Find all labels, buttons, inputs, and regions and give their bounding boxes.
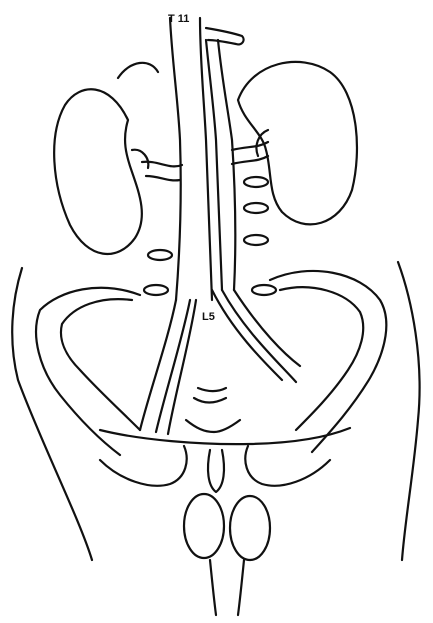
great-vessels	[170, 18, 244, 300]
vertebra-label-l5: L5	[202, 311, 215, 323]
left-iliac-outer	[140, 300, 176, 430]
vertebra-5	[144, 285, 168, 295]
left-ischium	[100, 446, 187, 486]
left-thigh-inner	[210, 560, 216, 615]
femoral-region	[184, 494, 270, 615]
cava-branch-top	[206, 28, 244, 44]
right-renal-vessel-2	[232, 156, 268, 164]
left-renal-hilum	[132, 150, 148, 168]
left-renal-vessel-2	[146, 176, 180, 180]
right-flank-line	[398, 262, 420, 560]
right-iliac-outer	[212, 290, 282, 380]
vertebra-6	[252, 285, 276, 295]
left-adrenal	[118, 63, 158, 78]
vertebra-label-t11: T 11	[168, 13, 189, 25]
right-ischium	[245, 446, 330, 486]
pubic-symphysis	[208, 450, 224, 492]
right-iliac-crest	[270, 271, 386, 452]
cava-wall-inner	[206, 40, 222, 290]
left-iliac-crest	[36, 288, 140, 455]
aorta-right-wall	[200, 18, 212, 300]
right-kidney	[238, 62, 357, 224]
vertebra-2	[244, 203, 268, 213]
left-flank-line	[12, 268, 92, 560]
vertebra-1	[244, 177, 268, 187]
iliac-vessels	[140, 290, 300, 434]
upper-vessels	[118, 63, 268, 181]
right-femoral-head	[230, 496, 270, 560]
vertebra-4	[148, 250, 172, 260]
kidneys	[54, 62, 357, 254]
left-kidney	[54, 89, 142, 254]
vertebra-3	[244, 235, 268, 245]
left-femoral-head	[184, 494, 224, 558]
pelvis	[36, 271, 386, 492]
sacrum	[186, 388, 240, 432]
right-thigh-inner	[238, 560, 244, 615]
right-iliac-branch	[234, 290, 300, 366]
right-iliac-inner	[222, 290, 296, 382]
